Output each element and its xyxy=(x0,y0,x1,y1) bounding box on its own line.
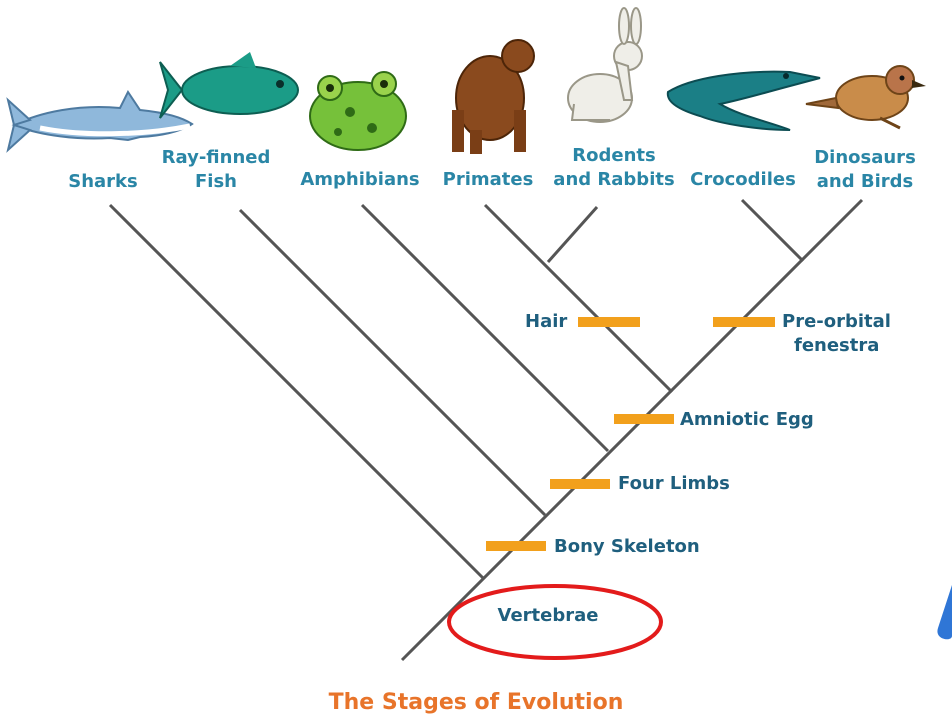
branch-rodents-rabbits xyxy=(548,207,597,262)
branch-ray-finned-fish xyxy=(240,210,545,515)
taxon-label-crocodiles: Crocodiles xyxy=(690,168,796,192)
bird-icon xyxy=(806,66,926,128)
taxon-label-amphibians: Amphibians xyxy=(300,168,419,192)
taxon-label-primates: Primates xyxy=(443,168,534,192)
trait-label-bony-skeleton: Bony Skeleton xyxy=(554,535,700,559)
branch-primates xyxy=(485,205,672,392)
branch-amphibians xyxy=(362,205,608,451)
trait-label-hair: Hair xyxy=(525,310,567,334)
figure-title: The Stages of Evolution xyxy=(329,690,624,715)
fish-icon xyxy=(160,52,298,118)
trait-label-preorbital-fenestra: Pre-orbital fenestra xyxy=(782,310,891,358)
taxon-label-rodents-rabbits: Rodents and Rabbits xyxy=(553,144,674,192)
branch-sharks xyxy=(110,205,483,578)
taxon-label-ray-finned-fish: Ray-finned Fish xyxy=(162,146,271,194)
partial-object-right-edge xyxy=(937,585,952,639)
ape-icon xyxy=(452,40,534,154)
frog-icon xyxy=(310,72,406,150)
taxon-label-sharks: Sharks xyxy=(68,170,138,194)
trait-label-amniotic-egg: Amniotic Egg xyxy=(680,408,814,432)
trait-label-vertebrae: Vertebrae xyxy=(498,605,599,626)
rabbit-icon xyxy=(568,8,642,122)
crocodile-icon xyxy=(668,72,820,130)
branch-crocodiles xyxy=(742,200,803,261)
taxon-label-dinosaurs-birds: Dinosaurs and Birds xyxy=(814,146,916,194)
trait-label-four-limbs: Four Limbs xyxy=(618,472,730,496)
